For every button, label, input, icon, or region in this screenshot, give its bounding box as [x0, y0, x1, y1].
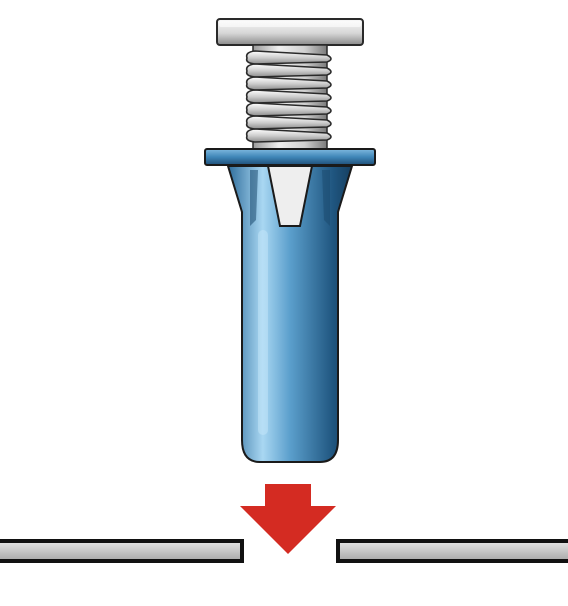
thread-band [245, 102, 332, 117]
anchor-sleeve [226, 165, 354, 463]
screw-head [216, 18, 364, 46]
thread-band [245, 115, 332, 130]
panel-left [0, 539, 244, 563]
thread-band [245, 50, 332, 65]
thread-band [245, 63, 332, 78]
panel-right [336, 539, 568, 563]
thread-band [245, 128, 332, 143]
thread-band [245, 76, 332, 91]
anchor-collar [204, 148, 376, 166]
insertion-arrow [240, 484, 336, 554]
thread-band [245, 89, 332, 104]
screw-thread [245, 44, 332, 154]
